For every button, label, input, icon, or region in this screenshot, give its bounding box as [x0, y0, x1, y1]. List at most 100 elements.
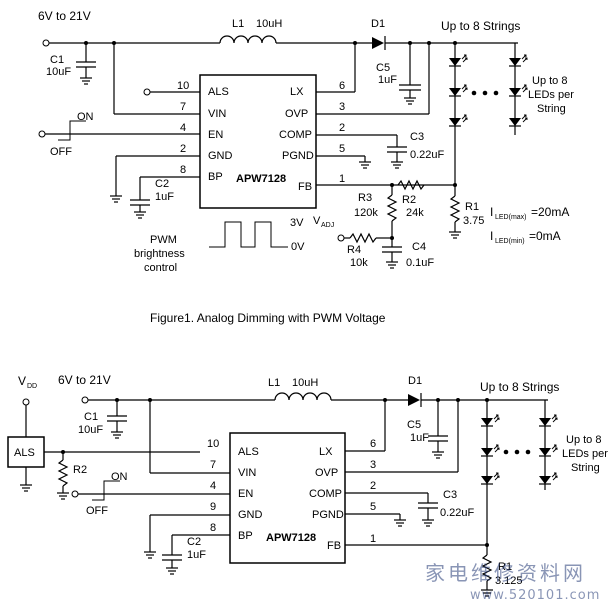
bottom-c5-ref: C5: [407, 419, 421, 431]
bottom-off-label: OFF: [86, 505, 108, 517]
pin-comp: COMP: [309, 488, 342, 500]
vdd-main: V: [18, 374, 26, 388]
watermark-url: www.520101.com: [470, 588, 600, 603]
on-off-step-icon: [92, 480, 120, 501]
resistor-r1: [449, 195, 461, 223]
als-box-label: ALS: [14, 447, 35, 459]
pin-num: 3: [370, 459, 376, 471]
led-icon: [448, 114, 468, 127]
pin-comp: COMP: [279, 129, 312, 141]
bottom-apw7128-chip: [229, 432, 346, 564]
c5-ref: C5: [376, 62, 390, 74]
c4-value: 0.1uF: [406, 257, 434, 269]
pin-vin: VIN: [208, 108, 226, 120]
resistor-r3: [386, 194, 398, 222]
bottom-c2-ref: C2: [187, 536, 201, 548]
pin-als: ALS: [238, 446, 259, 458]
r4-ref: R4: [347, 244, 361, 256]
pin-num: 2: [180, 143, 186, 155]
r4-value: 10k: [350, 257, 368, 269]
vdd-sub: DD: [27, 383, 37, 390]
d1-ref: D1: [371, 18, 385, 30]
pin-bp: BP: [238, 530, 253, 542]
bottom-r1-ref: R1: [498, 561, 512, 573]
led-icon: [480, 414, 500, 427]
led-icon: [448, 54, 468, 67]
bottom-l1-value: 10uH: [292, 377, 318, 389]
top-strings-label: Up to 8 Strings: [441, 19, 520, 33]
pin-num: 4: [210, 480, 216, 492]
bottom-l1-ref: L1: [268, 377, 280, 389]
iled-min-sub: LED(min): [495, 238, 525, 245]
resistor-r2: [397, 179, 425, 191]
pin-pgnd: PGND: [282, 150, 314, 162]
on-off-step-icon: [58, 120, 86, 141]
pwm-label-1: PWM: [150, 234, 177, 246]
bottom-r1-value: 3.125: [495, 575, 523, 587]
c2-ref: C2: [155, 178, 169, 190]
l1-value: 10uH: [256, 18, 282, 30]
led-icon: [508, 84, 528, 97]
pwm-label-3: control: [144, 262, 177, 274]
iled-max-value: =20mA: [531, 205, 569, 219]
pin-en: EN: [208, 129, 223, 141]
pin-num: 4: [180, 122, 186, 134]
led-icon: [538, 414, 558, 427]
bottom-c3-value: 0.22uF: [440, 507, 475, 519]
pin-pgnd: PGND: [312, 509, 344, 521]
pin-lx: LX: [290, 86, 304, 98]
iled-max-sub: LED(max): [495, 214, 527, 221]
c1-ref: C1: [50, 54, 64, 66]
resistor-r4: [349, 232, 377, 244]
led-icon: [448, 84, 468, 97]
led-icon: [508, 54, 528, 67]
pin-num: 2: [370, 480, 376, 492]
led-icon: [480, 472, 500, 485]
pin-num: 10: [177, 80, 189, 92]
bottom-leds-label-2: LEDs per: [562, 448, 608, 460]
top-leds-label-1: Up to 8: [532, 75, 567, 87]
pin-ovp: OVP: [315, 467, 338, 479]
pin-en: EN: [238, 488, 253, 500]
inductor-l1-bottom: [274, 392, 332, 401]
pin-num: 6: [370, 438, 376, 450]
bottom-on-label: ON: [111, 471, 128, 483]
top-leds-label-3: String: [537, 103, 566, 115]
c5-value: 1uF: [378, 74, 397, 86]
bottom-strings-label: Up to 8 Strings: [480, 380, 559, 394]
pin-num: 7: [180, 101, 186, 113]
pwm-waveform-icon: [209, 221, 288, 248]
diode-d1: [372, 37, 384, 49]
pin-ovp: OVP: [285, 108, 308, 120]
pin-num: 8: [210, 522, 216, 534]
bottom-vin-label: 6V to 21V: [58, 373, 111, 387]
top-circuit: 6V to 21V C1 10uF L1 10uH D1 C5 1uF: [38, 9, 574, 274]
pwm-low-label: 0V: [291, 241, 305, 253]
bottom-c3-ref: C3: [443, 489, 457, 501]
r1-value: 3.75: [463, 215, 484, 227]
top-vin-label: 6V to 21V: [38, 9, 91, 23]
bottom-circuit: V DD ALS R2 6V to 21V C1 10uF L1 10uH D1: [7, 373, 608, 597]
c1-value: 10uF: [46, 66, 71, 78]
top-chip-name: APW7128: [236, 173, 286, 185]
top-off-label: OFF: [50, 146, 72, 158]
vin-terminal: [42, 39, 50, 47]
pin-als: ALS: [208, 86, 229, 98]
r3-value: 120k: [354, 207, 378, 219]
pin-num: 1: [370, 533, 376, 545]
pin-num: 9: [210, 501, 216, 513]
top-on-label: ON: [77, 111, 94, 123]
inductor-l1: [219, 35, 277, 44]
vadj-sub: ADJ: [321, 222, 334, 229]
pin-num: 7: [210, 459, 216, 471]
pin-num: 5: [370, 501, 376, 513]
bottom-d1-ref: D1: [408, 375, 422, 387]
bottom-leds-label-3: String: [571, 462, 600, 474]
c3-ref: C3: [410, 131, 424, 143]
c2-value: 1uF: [155, 191, 174, 203]
top-leds-label-2: LEDs per: [528, 89, 574, 101]
pin-vin: VIN: [238, 467, 256, 479]
diode-d1-bottom: [408, 394, 420, 406]
figure-caption: Figure1. Analog Dimming with PWM Voltage: [150, 311, 386, 325]
led-icon: [480, 444, 500, 457]
